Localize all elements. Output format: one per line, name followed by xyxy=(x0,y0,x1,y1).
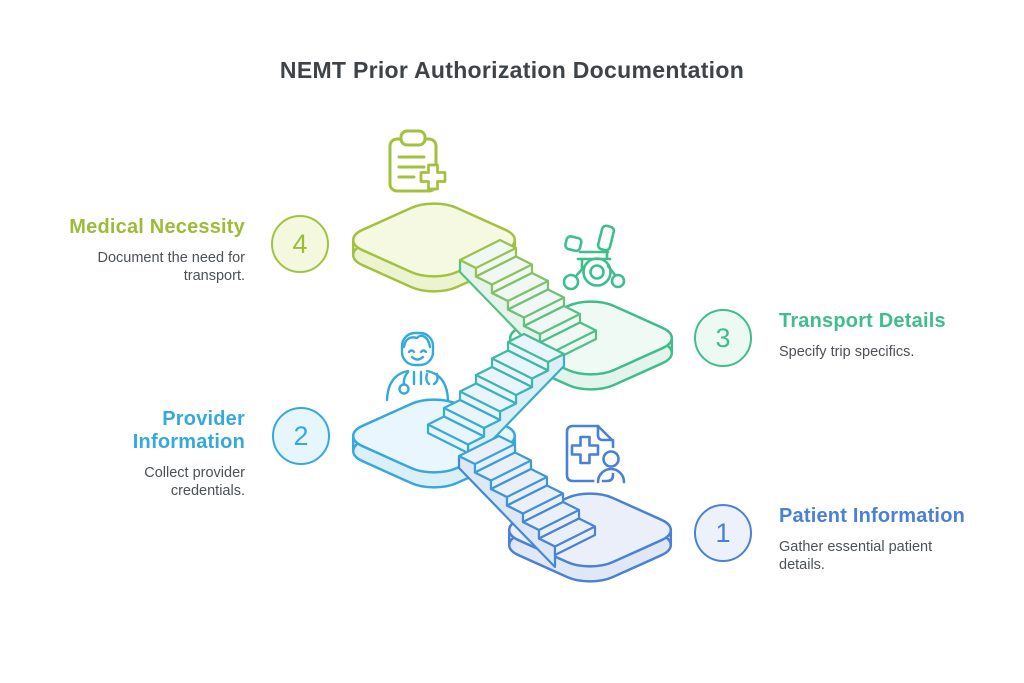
step-label-provider-information: Provider Information Collect provider cr… xyxy=(10,408,245,500)
step-badge-2: 2 xyxy=(272,407,330,465)
step-title: Medical Necessity xyxy=(69,216,245,238)
clipboard-medical-icon xyxy=(388,129,447,193)
step-badge-1: 1 xyxy=(694,504,752,562)
step-label-patient-information: Patient Information Gather essential pat… xyxy=(779,505,1014,574)
step-description: Collect provider credentials. xyxy=(144,465,245,499)
patient-document-icon xyxy=(565,424,628,486)
step-title: Provider Information xyxy=(132,408,245,453)
step-label-medical-necessity: Medical Necessity Document the need for … xyxy=(10,216,245,285)
step-title: Patient Information xyxy=(779,505,966,527)
step-description: Document the need for transport. xyxy=(97,250,245,284)
page-title: NEMT Prior Authorization Documentation xyxy=(279,57,745,83)
step-badge-4: 4 xyxy=(271,215,329,273)
step-label-transport-details: Transport Details Specify trip specifics… xyxy=(779,310,1014,361)
step-title: Transport Details xyxy=(779,310,946,332)
step-badge-3: 3 xyxy=(694,309,752,367)
staircase-2-to-1 xyxy=(457,434,597,569)
step-description: Gather essential patient details. xyxy=(779,539,933,573)
wheelchair-icon xyxy=(562,224,626,291)
doctor-icon xyxy=(385,331,450,402)
step-description: Specify trip specifics. xyxy=(779,344,915,360)
